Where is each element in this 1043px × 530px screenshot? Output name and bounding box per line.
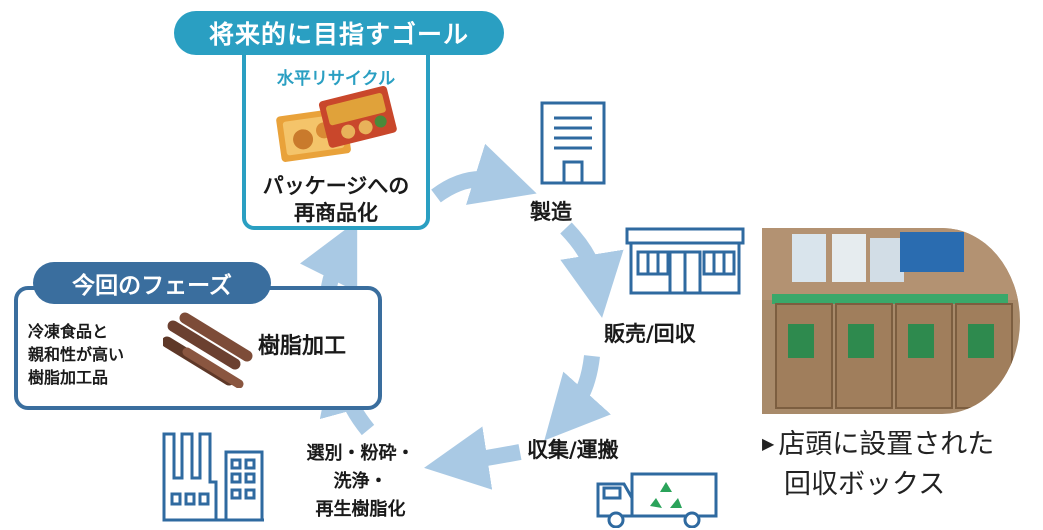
arrow-sales-to-collection xyxy=(544,354,611,441)
collection-box-photo xyxy=(762,228,1020,414)
goal-title: パッケージへの 再商品化 xyxy=(262,174,410,225)
caption-line2: 回収ボックス xyxy=(784,469,946,500)
factory-icon xyxy=(162,432,264,522)
resin-sticks-icon xyxy=(163,312,253,388)
caption-marker: ▶ xyxy=(762,434,775,453)
arrow-manufacturing-to-sales xyxy=(560,222,624,318)
phase-description: 冷凍食品と 親和性が高い 樹脂加工品 xyxy=(28,322,125,387)
package-icon xyxy=(276,86,397,162)
arrow-goal-to-manufacturing xyxy=(431,143,537,205)
step-collection-transport: 収集/運搬 xyxy=(527,438,619,462)
photo-caption: ▶店頭に設置された 回収ボックス xyxy=(762,424,994,505)
resin-processing-label: 樹脂加工 xyxy=(258,334,347,359)
step-manufacturing: 製造 xyxy=(530,200,572,224)
caption-line1: 店頭に設置された xyxy=(778,429,995,460)
step-sales-collection: 販売/回収 xyxy=(604,322,696,346)
arrow-collection-to-processing xyxy=(424,426,522,490)
phase-box xyxy=(14,286,382,410)
goal-tag: 将来的に目指すゴール xyxy=(174,11,504,55)
goal-subtitle: 水平リサイクル xyxy=(276,69,396,89)
store-icon xyxy=(625,227,745,295)
goal-box xyxy=(242,40,430,230)
building-icon xyxy=(540,101,606,185)
step-processing: 選別・粉砕・ 洗浄・ 再生樹脂化 xyxy=(306,443,415,520)
recycle-truck-icon xyxy=(596,472,718,528)
phase-tag: 今回のフェーズ xyxy=(33,262,271,304)
